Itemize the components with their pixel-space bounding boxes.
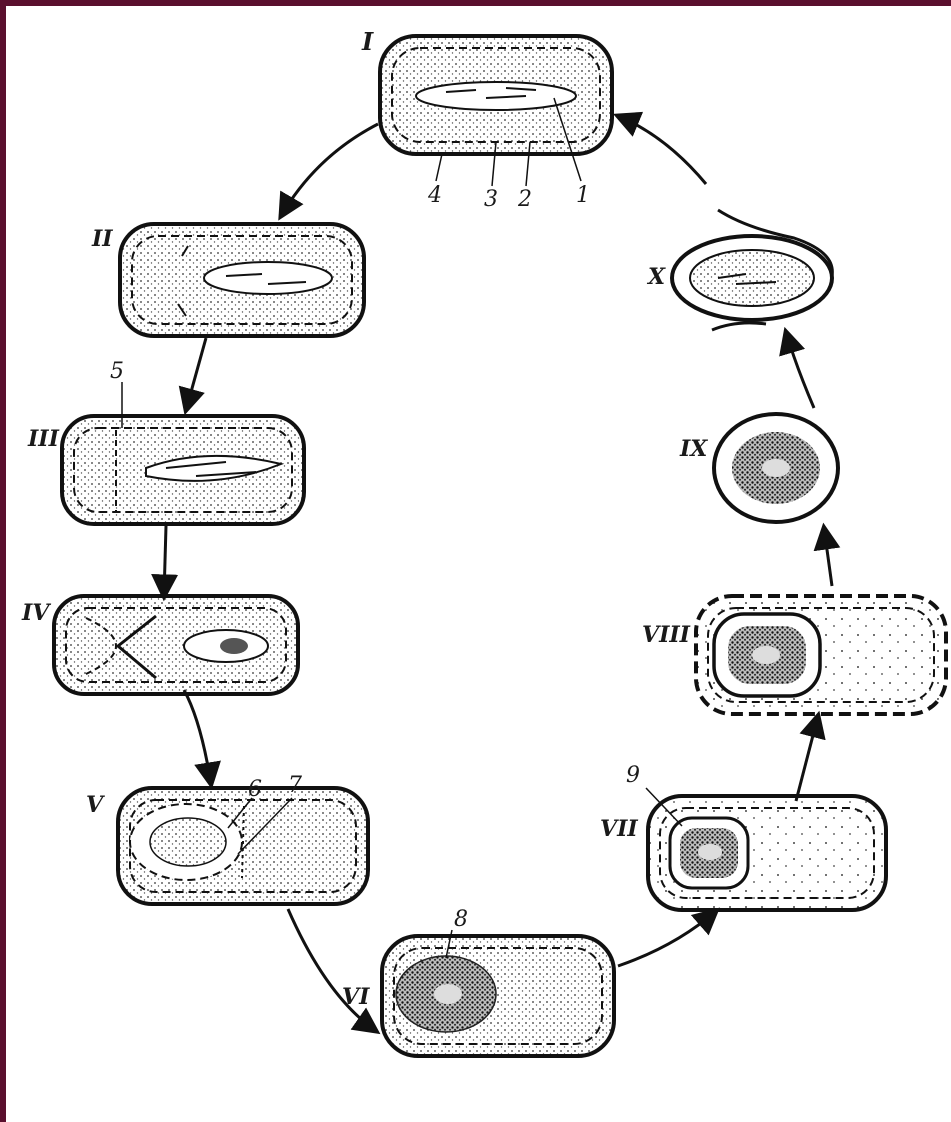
arrow-II-to-III [186,338,206,410]
stage-III-cell [62,416,304,524]
stage-I-cell [380,36,612,154]
arrow-IX-to-X [786,332,814,408]
callout-label-6: 6 [248,777,262,802]
stage-X-cell [672,210,832,330]
stage-VI-cell [382,936,614,1056]
callout-label-1: 1 [576,183,590,208]
spore-cycle-diagram: I II III IV V VI VII VIII IX X 1 2 3 4 5… [6,6,951,1122]
stage-IV-cell [54,596,298,694]
stage-II-cell [120,224,364,336]
stage-IX-cell [714,414,838,522]
callout-label-3: 3 [484,187,498,212]
stage-V-cell [118,788,368,904]
arrow-I-to-II [281,124,378,216]
callout-label-5: 5 [110,359,124,384]
arrow-VIII-to-IX [824,528,832,586]
arrow-VII-to-VIII [796,716,818,801]
arrow-X-to-I [618,116,706,184]
stage-label-IV: IV [21,600,51,626]
stage-label-VI: VI [342,984,370,1010]
arrow-IV-to-V [184,690,211,784]
stage-label-X: X [646,264,666,290]
callout-label-7: 7 [288,773,302,798]
arrow-III-to-IV [164,526,166,596]
callout-label-4: 4 [427,183,442,208]
stage-label-III: III [27,426,60,452]
stage-label-IX: IX [679,436,708,462]
diagram-frame: I II III IV V VI VII VIII IX X 1 2 3 4 5… [6,6,951,1122]
stage-label-V: V [86,792,105,818]
stage-label-I: I [361,27,374,56]
stage-label-II: II [91,226,113,252]
stage-VII-cell [648,796,886,910]
callout-label-9: 9 [626,763,640,788]
stage-label-VIII: VIII [642,622,691,648]
callout-label-8: 8 [454,907,468,932]
arrow-VI-to-VII [618,911,716,966]
stage-X-coat-remnant-bottom [712,323,766,330]
arrow-V-to-VI [288,909,376,1031]
callout-label-2: 2 [517,187,532,212]
stage-label-VII: VII [600,816,638,842]
stage-VIII-cell [696,596,946,714]
